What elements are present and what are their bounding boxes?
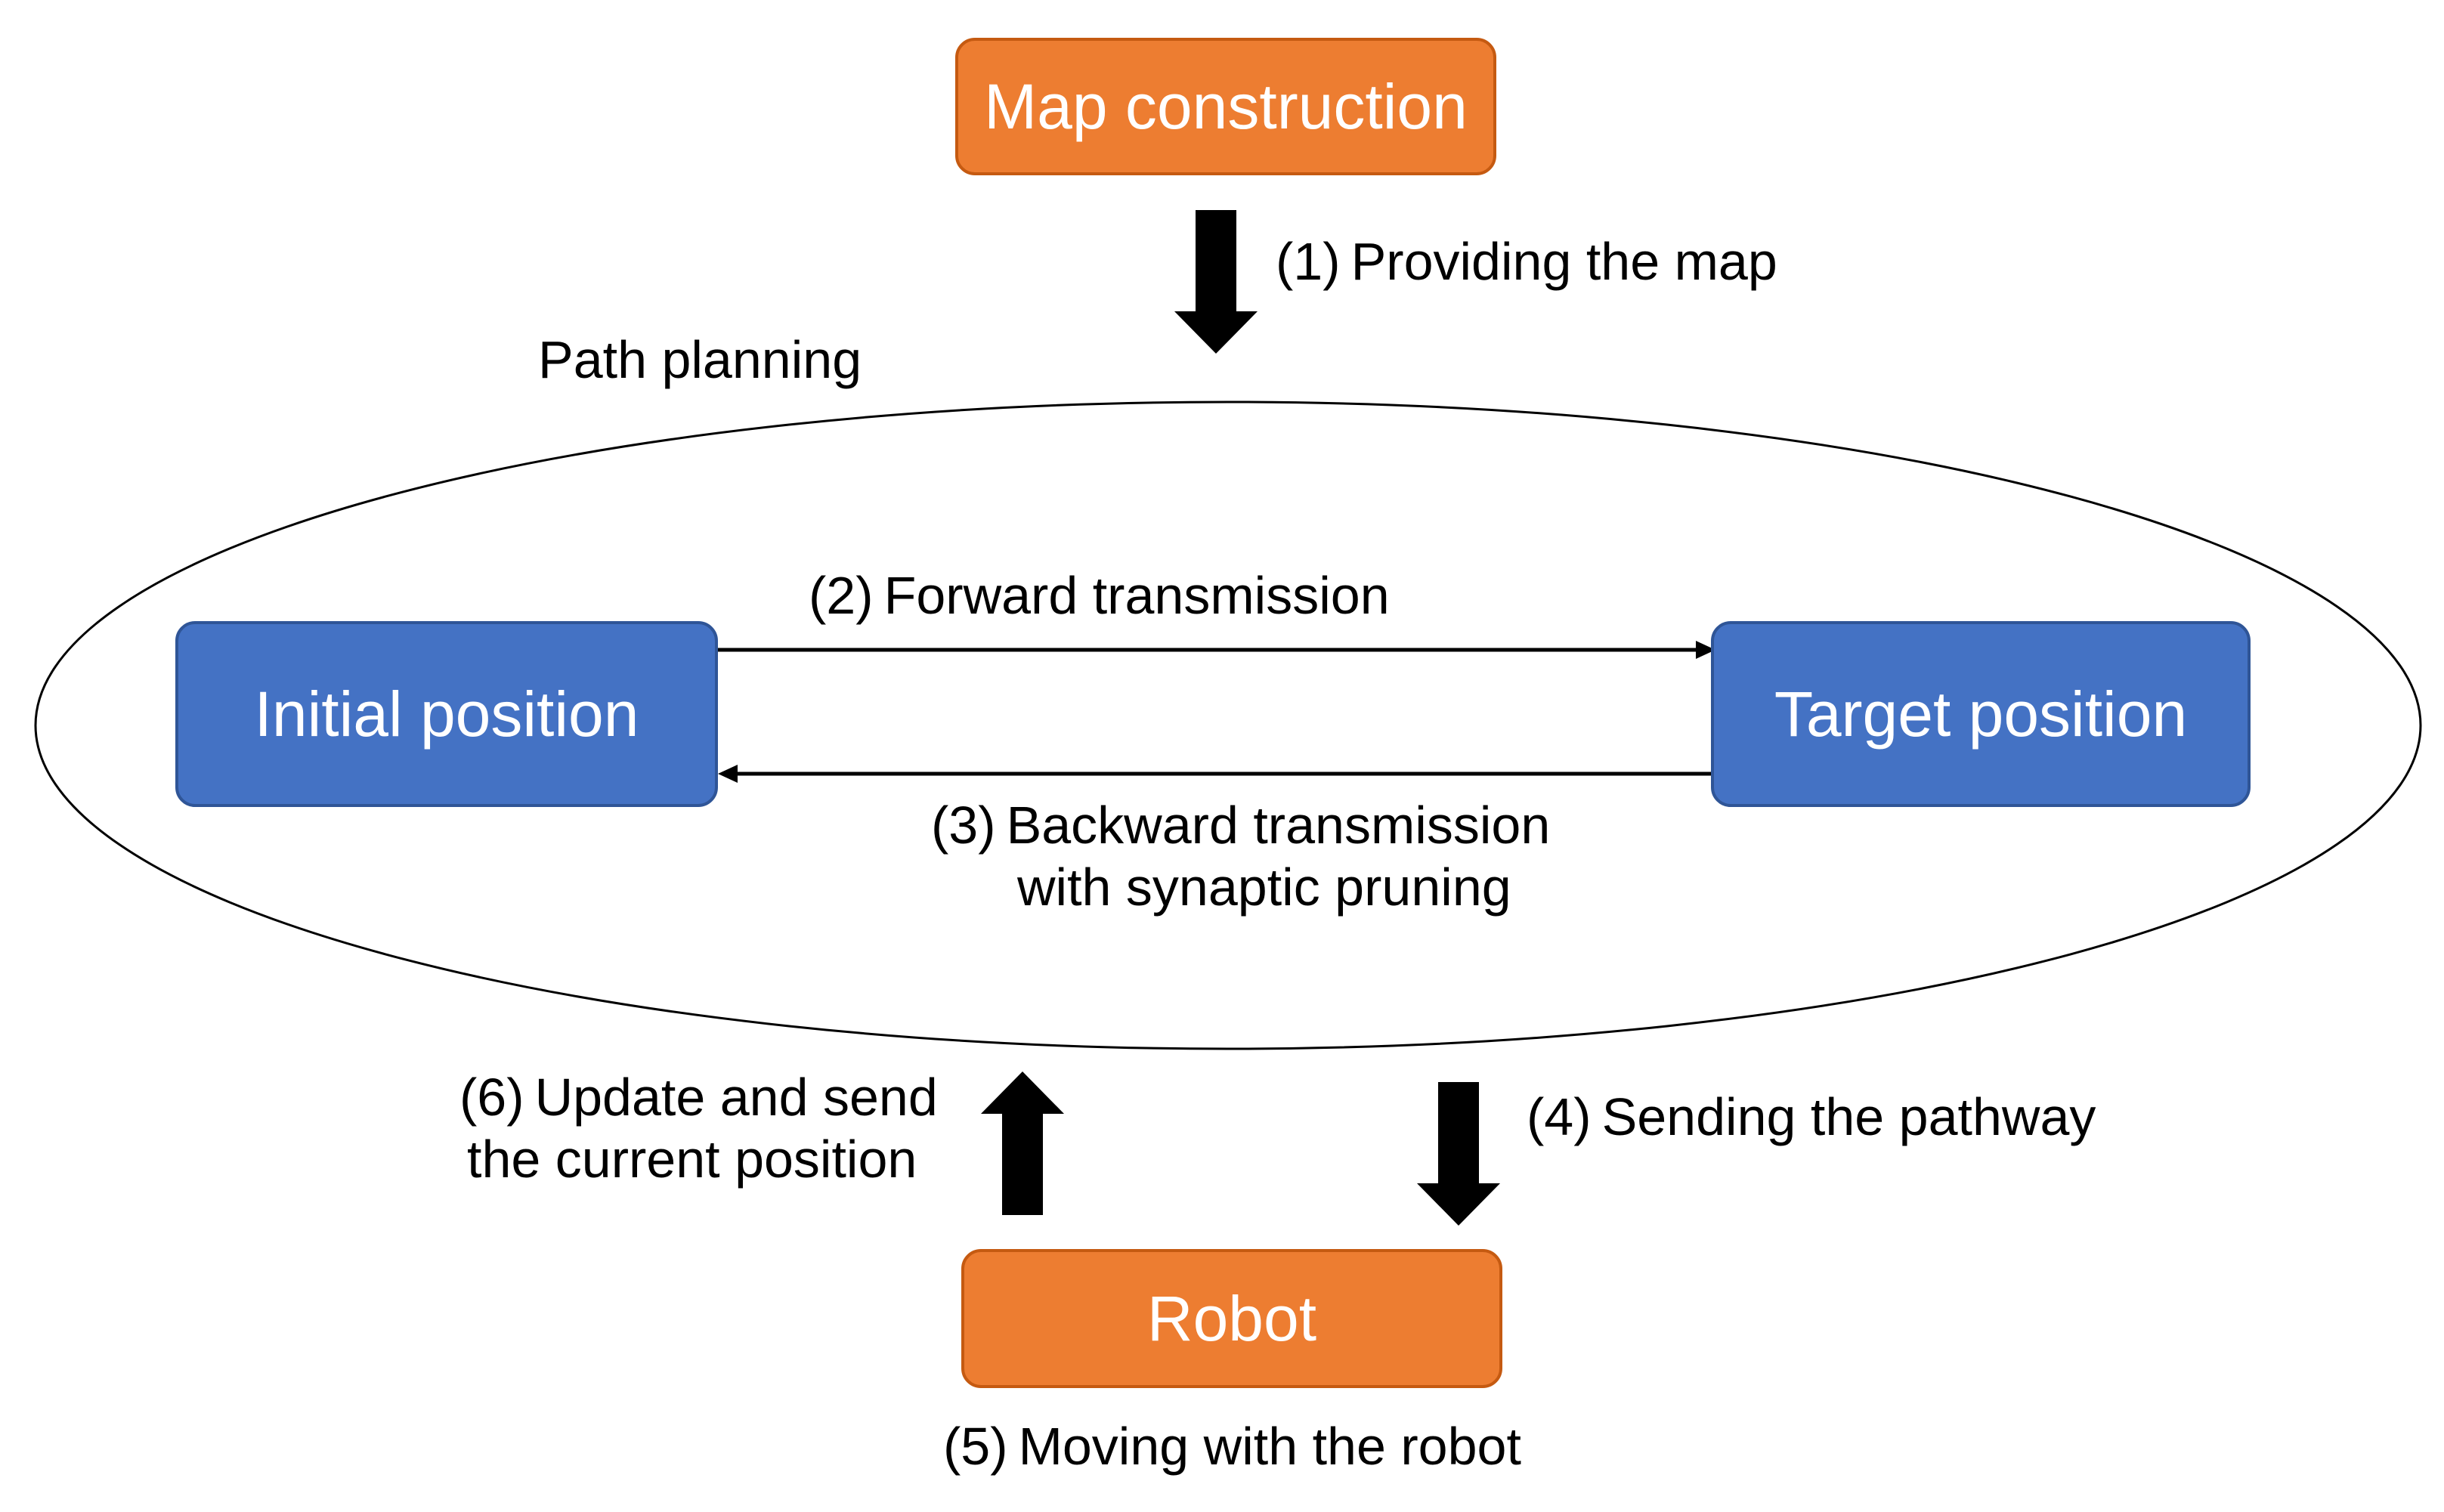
step-1-text: Providing the map <box>1350 232 1777 291</box>
robot-box: Robot <box>961 1249 1502 1388</box>
initial-position-label: Initial position <box>254 678 639 750</box>
step-6-label: (6)Update and send <box>459 1065 938 1129</box>
step-3-number: (3) <box>931 796 996 855</box>
step-2-label: (2)Forward transmission <box>809 564 1390 627</box>
initial-position-box: Initial position <box>175 621 718 807</box>
path-planning-title: Path planning <box>538 328 862 391</box>
backward-arrowhead-icon <box>718 765 738 783</box>
step-3-label: (3)Backward transmission <box>931 793 1550 857</box>
step-1-label: (1)Providing the map <box>1276 230 1777 293</box>
step-4-text: Sending the pathway <box>1601 1087 2096 1146</box>
down-arrow-icon-pathway <box>1417 1082 1500 1226</box>
forward-arrowhead-icon <box>1696 641 1715 659</box>
target-position-box: Target position <box>1711 621 2251 807</box>
robot-label: Robot <box>1146 1282 1317 1354</box>
step-6-text-line1: Update and send <box>534 1068 938 1127</box>
step-5-text: Moving with the robot <box>1018 1417 1521 1476</box>
step-4-label: (4)Sending the pathway <box>1527 1085 2096 1149</box>
step-5-label: (5)Moving with the robot <box>943 1415 1521 1478</box>
step-3-label-cont: with synaptic pruning <box>1017 855 1511 919</box>
path-planning-text: Path planning <box>538 330 862 389</box>
step-5-number: (5) <box>943 1417 1008 1476</box>
target-position-label: Target position <box>1774 678 2188 750</box>
path-planning-ellipse <box>34 400 2422 1050</box>
step-6-label-cont: the current position <box>467 1127 917 1191</box>
step-4-number: (4) <box>1527 1087 1592 1146</box>
map-construction-box: Map construction <box>955 38 1496 175</box>
step-6-text-line2: the current position <box>467 1130 917 1189</box>
step-1-number: (1) <box>1276 232 1341 291</box>
step-2-text: Forward transmission <box>883 566 1390 625</box>
step-2-number: (2) <box>809 566 874 625</box>
step-6-number: (6) <box>459 1068 524 1127</box>
down-arrow-icon-map <box>1174 210 1258 354</box>
step-3-text-line2: with synaptic pruning <box>1017 858 1511 917</box>
step-3-text-line1: Backward transmission <box>1006 796 1551 855</box>
up-arrow-icon-update <box>981 1071 1064 1215</box>
map-construction-label: Map construction <box>984 70 1468 142</box>
